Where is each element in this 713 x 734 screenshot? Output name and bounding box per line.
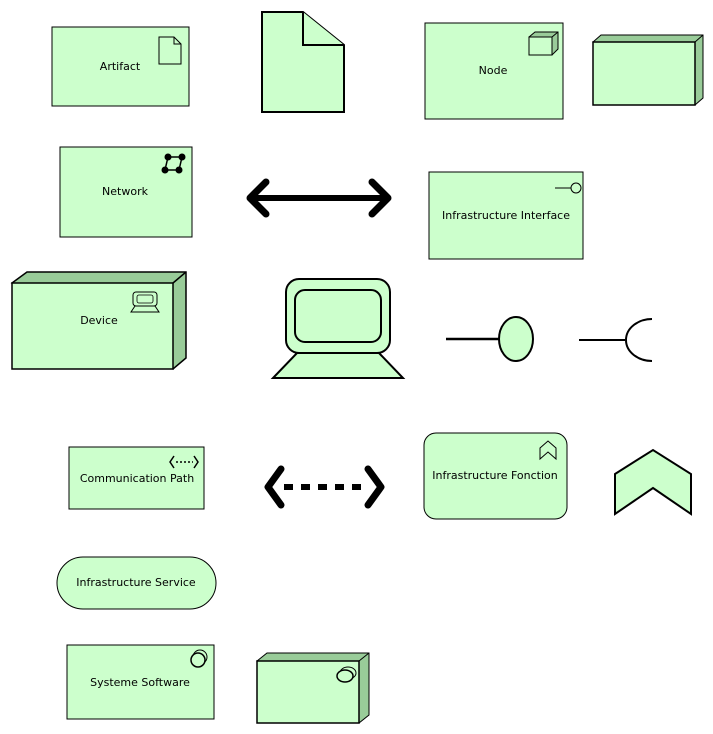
system-software-icon[interactable]	[256, 652, 370, 724]
device-computer-icon[interactable]	[270, 278, 406, 379]
network-element[interactable]: Network	[59, 146, 193, 238]
node-3d-box-icon[interactable]	[592, 34, 704, 106]
infrastructure-function-label: Infrastructure Fonction	[432, 469, 558, 482]
communication-path-mini-icon	[169, 455, 199, 469]
infrastructure-service-label: Infrastructure Service	[76, 576, 196, 589]
node-mini-icon	[528, 31, 559, 56]
node-element[interactable]: Node	[424, 22, 564, 120]
document-icon[interactable]	[261, 11, 345, 113]
infrastructure-interface-element[interactable]: Infrastructure Interface	[428, 171, 584, 260]
communication-path-label: Communication Path	[80, 472, 194, 485]
network-label: Network	[102, 185, 149, 198]
interface-lollipop-icon[interactable]	[446, 316, 534, 362]
device-mini-icon	[130, 291, 160, 313]
system-software-disc-icon	[336, 666, 357, 683]
artifact-label: Artifact	[100, 60, 141, 73]
required-interface-socket-icon[interactable]	[579, 318, 653, 362]
node-label: Node	[479, 64, 508, 77]
communication-path-icon[interactable]	[264, 465, 385, 509]
artifact-element[interactable]: Artifact	[51, 26, 190, 107]
interface-mini-icon	[555, 182, 582, 194]
artifact-mini-icon	[158, 36, 182, 65]
infrastructure-interface-label: Infrastructure Interface	[442, 209, 570, 222]
infrastructure-service-element[interactable]: Infrastructure Service	[56, 556, 217, 610]
device-label: Device	[80, 314, 118, 327]
network-mini-icon	[161, 153, 186, 174]
system-software-element[interactable]: Systeme Software	[66, 644, 215, 720]
device-element[interactable]: Device	[10, 271, 187, 370]
system-software-mini-icon	[190, 649, 208, 668]
system-software-label: Systeme Software	[90, 676, 190, 689]
infrastructure-function-element[interactable]: Infrastructure Fonction	[423, 432, 568, 520]
function-mini-icon	[539, 440, 557, 461]
bidirectional-arrow-icon[interactable]	[246, 178, 392, 218]
communication-path-element[interactable]: Communication Path	[68, 446, 205, 510]
function-chevron-icon[interactable]	[614, 448, 692, 516]
